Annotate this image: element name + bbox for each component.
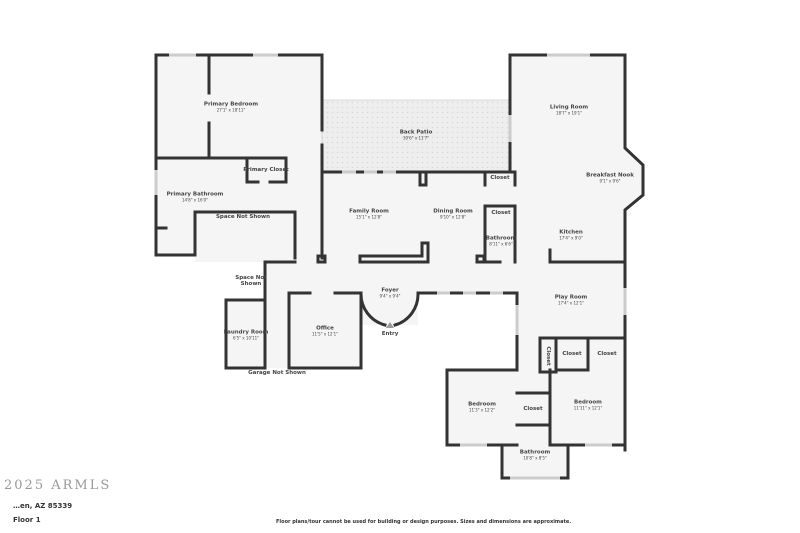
floor-areas: [156, 55, 643, 478]
room-primary-closet: Primary Closet: [243, 167, 289, 173]
walls: [154, 53, 645, 480]
entry-arrow-icon: [386, 322, 394, 328]
room-closet: Closet: [490, 175, 510, 181]
room-closet: Closet: [562, 351, 582, 357]
garage-not-shown-label: Garage Not Shown: [248, 370, 306, 376]
watermark: 2025 ARMLS: [4, 478, 112, 493]
room-closet: Closet: [545, 346, 551, 366]
room-closet: Closet: [523, 406, 543, 412]
entry-label: Entry: [381, 331, 399, 337]
floor-label: Floor 1: [13, 516, 41, 524]
address: …en, AZ 85339: [13, 502, 73, 510]
room-closet: Closet: [597, 351, 617, 357]
disclaimer: Floor plans/tour cannot be used for buil…: [276, 519, 572, 525]
windows: [154, 53, 627, 480]
room-closet: Closet: [491, 210, 511, 216]
space-not-shown-label: Space Not Shown: [235, 275, 267, 287]
space-not-shown-label: Space Not Shown: [215, 214, 271, 220]
